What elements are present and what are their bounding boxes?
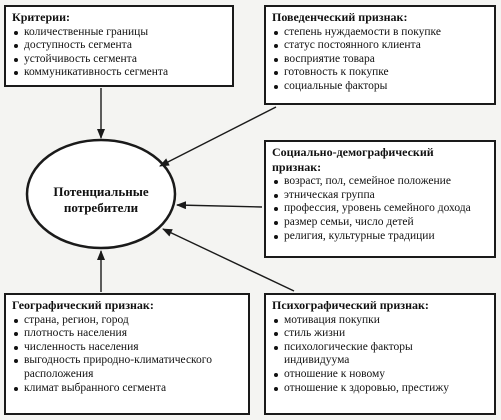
center-ellipse — [25, 138, 177, 250]
behavior-title: Поведенческий признак: — [272, 10, 408, 24]
arrow-psycho — [162, 228, 295, 292]
sociodemo-list: возраст, пол, семейное положение этничес… — [272, 175, 488, 243]
psycho-list: мотивация покупки стиль жизни психологич… — [272, 314, 488, 396]
criteria-list: количественные границы доступность сегме… — [12, 26, 226, 80]
sociodemo-box: Социально-демографический признак: возра… — [264, 140, 496, 258]
criteria-box: Критерии: количественные границы доступн… — [4, 5, 234, 87]
list-item: готовность к покупке — [272, 66, 488, 80]
sociodemo-title-line1: Социально-демографический — [272, 145, 434, 159]
list-item: климат выбранного сегмента — [12, 382, 242, 396]
criteria-title: Критерии: — [12, 10, 71, 24]
list-item: восприятие товара — [272, 53, 488, 67]
list-item: психологические факторы — [272, 341, 488, 355]
list-item: доступность сегмента — [12, 39, 226, 53]
behavior-box: Поведенческий признак: степень нуждаемос… — [264, 5, 496, 105]
list-item: коммуникативность сегмента — [12, 66, 226, 80]
list-item: профессия, уровень семейного дохода — [272, 202, 488, 216]
sociodemo-title-line2: признак: — [272, 159, 322, 174]
list-item: отношение к здоровью, престижу — [272, 382, 488, 396]
list-item: социальные факторы — [272, 80, 488, 94]
center-label-line2: потребители — [63, 200, 139, 215]
list-item: количественные границы — [12, 26, 226, 40]
list-item: возраст, пол, семейное положение — [272, 175, 488, 189]
behavior-list: степень нуждаемости в покупке статус пос… — [272, 26, 488, 94]
list-item: численность населения — [12, 341, 242, 355]
list-item-continuation: индивидуума — [284, 354, 350, 367]
list-item: религия, культурные традиции — [272, 230, 488, 244]
list-item: страна, регион, город — [12, 314, 242, 328]
center-label: Потенциальные потребители — [39, 184, 163, 216]
list-item: стиль жизни — [272, 327, 488, 341]
list-item: этническая группа — [272, 189, 488, 203]
list-item: степень нуждаемости в покупке — [272, 26, 488, 40]
geo-title: Географический признак: — [12, 298, 154, 312]
list-item-continuation: расположения — [24, 367, 94, 380]
list-item: плотность населения — [12, 327, 242, 341]
psycho-title: Психографический признак: — [272, 298, 429, 312]
geo-list: страна, регион, город плотность населени… — [12, 314, 242, 396]
list-item: отношение к новому — [272, 368, 488, 382]
list-item: выгодность природно-климатического — [12, 354, 242, 368]
geo-box: Географический признак: страна, регион, … — [4, 293, 250, 415]
list-item: мотивация покупки — [272, 314, 488, 328]
center-label-line1: Потенциальные — [53, 184, 149, 199]
list-item: размер семьи, число детей — [272, 216, 488, 230]
psycho-box: Психографический признак: мотивация поку… — [264, 293, 496, 415]
list-item: устойчивость сегмента — [12, 53, 226, 67]
list-item: статус постоянного клиента — [272, 39, 488, 53]
arrow-behavior — [159, 106, 277, 167]
arrow-sociodemo — [176, 201, 263, 210]
